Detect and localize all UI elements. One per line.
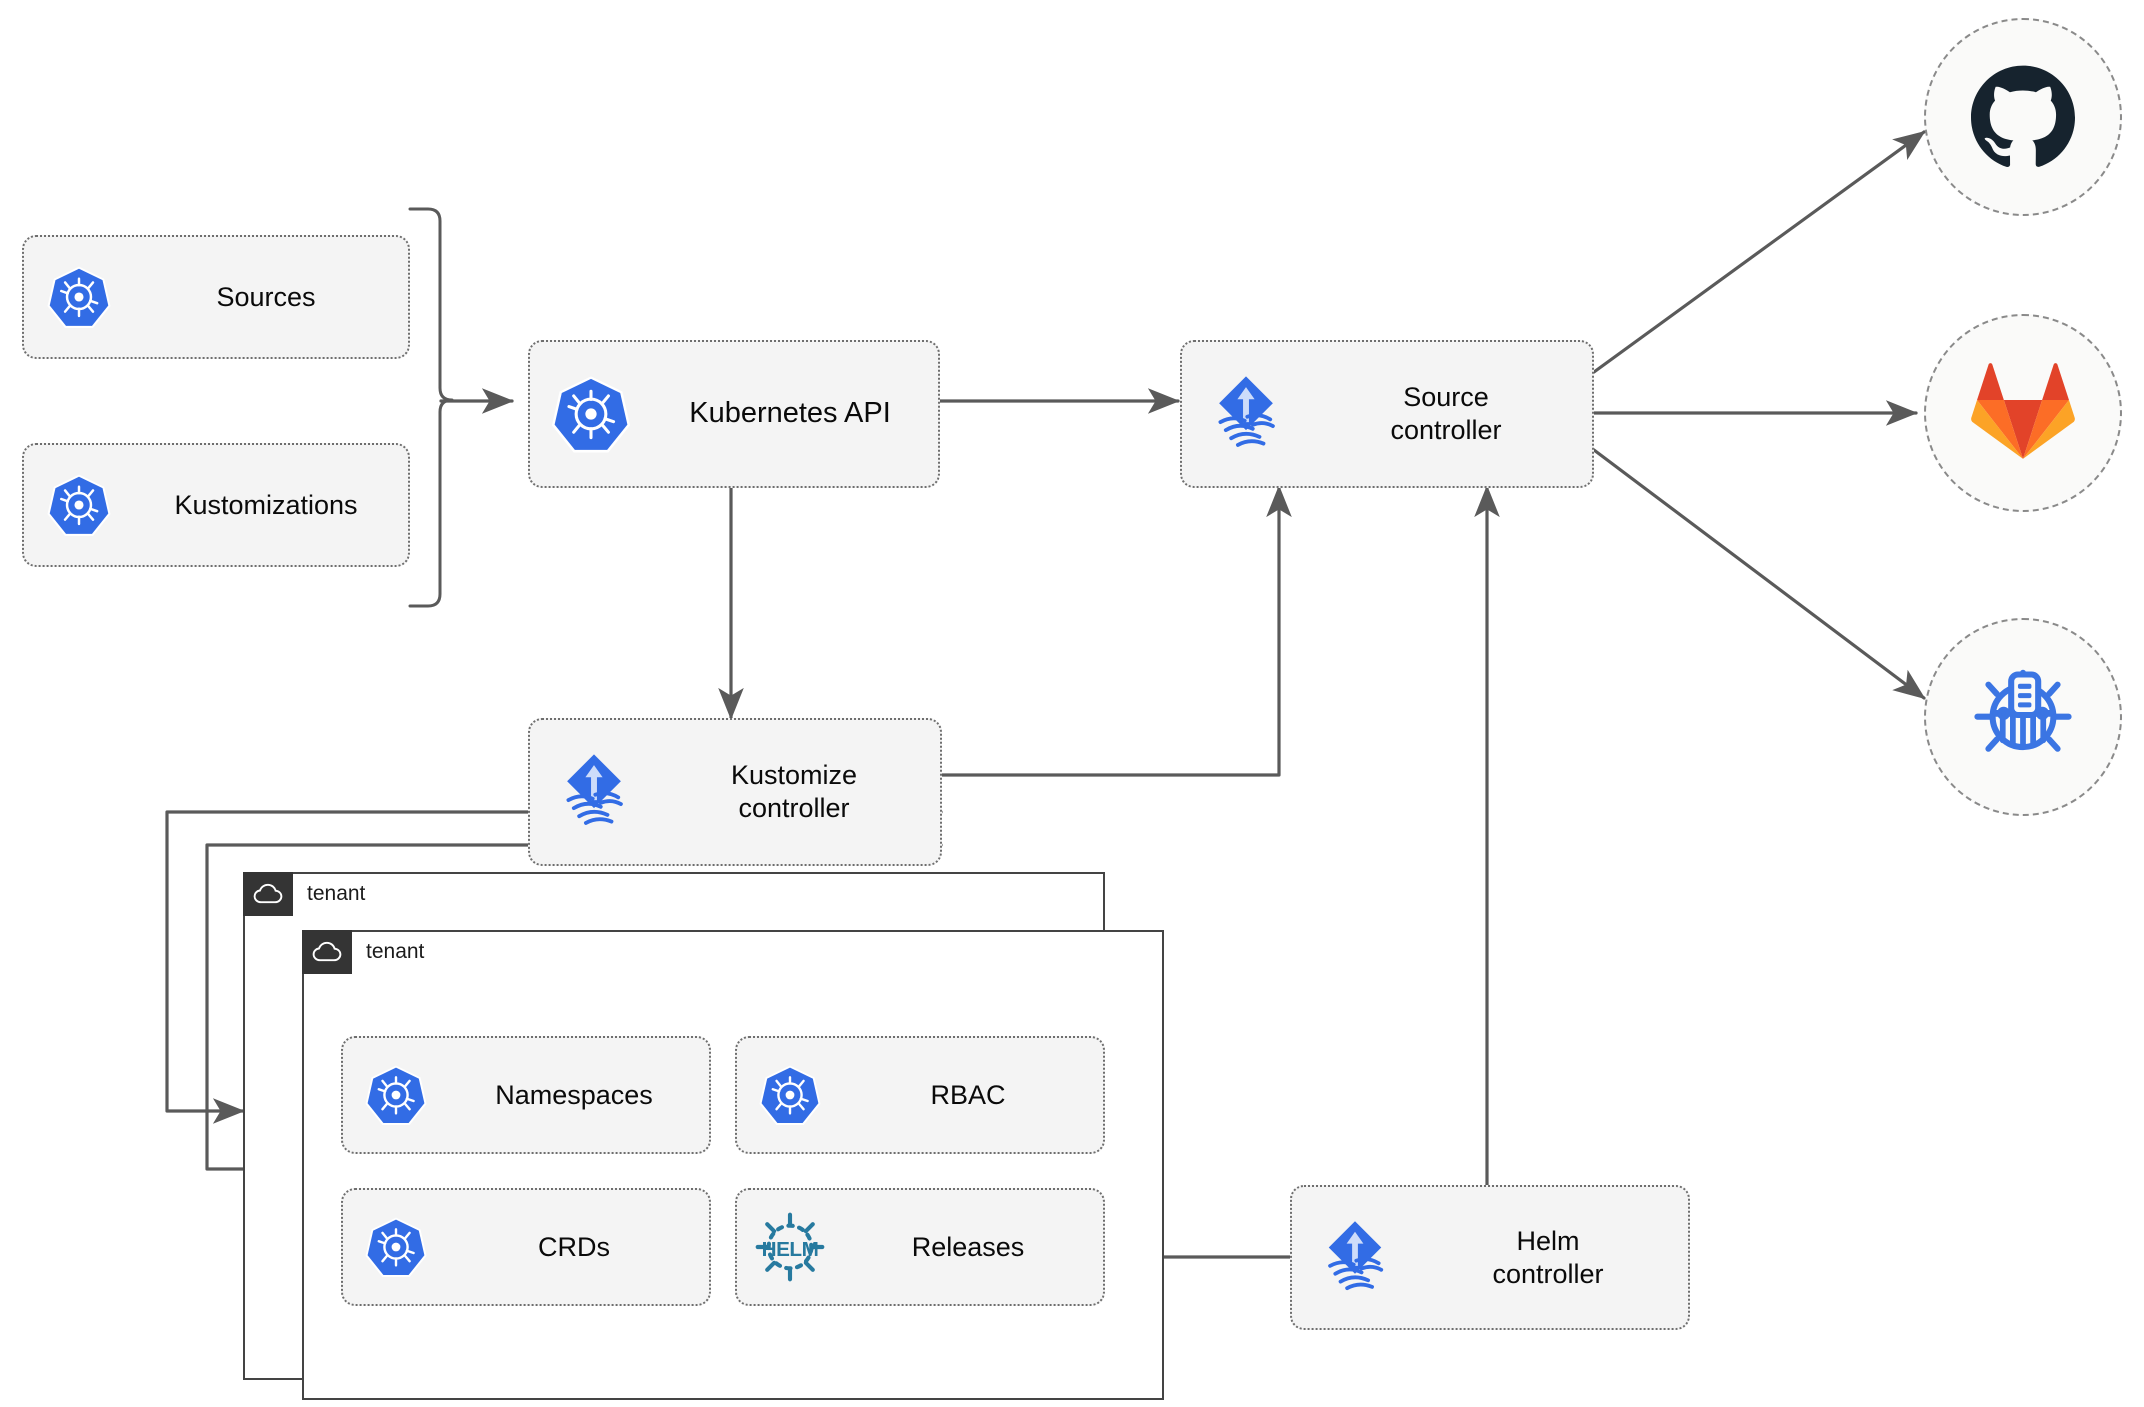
node-label-releases: Releases xyxy=(911,1231,1025,1262)
cloud-icon xyxy=(302,930,352,974)
github-icon xyxy=(1971,63,2075,172)
node-label-source-controller: Source controller xyxy=(1390,382,1502,445)
kubernetes-icon xyxy=(343,1063,449,1127)
kubernetes-icon xyxy=(530,373,652,455)
endpoint-github[interactable] xyxy=(1924,18,2122,216)
node-kustomizations[interactable]: Kustomizations xyxy=(22,443,410,567)
endpoint-bucket[interactable] xyxy=(1924,618,2122,816)
endpoint-gitlab[interactable] xyxy=(1924,314,2122,512)
node-label-kustomize-controller: Kustomize controller xyxy=(730,760,858,823)
node-rbac[interactable]: RBAC xyxy=(735,1036,1105,1154)
kubernetes-icon xyxy=(737,1063,843,1127)
node-source-controller[interactable]: Source controller xyxy=(1180,340,1594,488)
flux-icon xyxy=(1182,371,1310,457)
node-releases[interactable]: HELM Releases xyxy=(735,1188,1105,1306)
gitlab-icon xyxy=(1971,359,2075,468)
bucket-icon xyxy=(1969,661,2077,774)
tenant-tab-inner: tenant xyxy=(302,930,424,974)
node-kubernetes-api[interactable]: Kubernetes API xyxy=(528,340,940,488)
flux-icon xyxy=(1292,1216,1418,1300)
helm-icon: HELM xyxy=(737,1208,843,1286)
node-sources[interactable]: Sources xyxy=(22,235,410,359)
node-crds[interactable]: CRDs xyxy=(341,1188,711,1306)
flux-icon xyxy=(530,749,658,835)
kubernetes-icon xyxy=(343,1215,449,1279)
node-helm-controller[interactable]: Helm controller xyxy=(1290,1185,1690,1330)
node-label-kustomizations: Kustomizations xyxy=(174,489,358,520)
node-label-crds: CRDs xyxy=(538,1231,610,1262)
tenant-frame-inner: tenant xyxy=(302,930,1164,1400)
node-label-sources: Sources xyxy=(216,281,316,312)
node-label-helm-controller: Helm controller xyxy=(1492,1225,1604,1289)
cloud-icon xyxy=(243,872,293,916)
node-label-namespaces: Namespaces xyxy=(495,1079,653,1110)
node-label-rbac: RBAC xyxy=(930,1079,1006,1110)
node-label-kubernetes-api: Kubernetes API xyxy=(689,397,891,430)
node-namespaces[interactable]: Namespaces xyxy=(341,1036,711,1154)
kubernetes-icon xyxy=(24,472,134,538)
tenant-label-outer: tenant xyxy=(307,882,366,905)
tenant-label-inner: tenant xyxy=(366,940,425,963)
svg-text:HELM: HELM xyxy=(762,1238,819,1261)
node-kustomize-controller[interactable]: Kustomize controller xyxy=(528,718,942,866)
kubernetes-icon xyxy=(24,264,134,330)
tenant-tab-outer: tenant xyxy=(243,872,365,916)
